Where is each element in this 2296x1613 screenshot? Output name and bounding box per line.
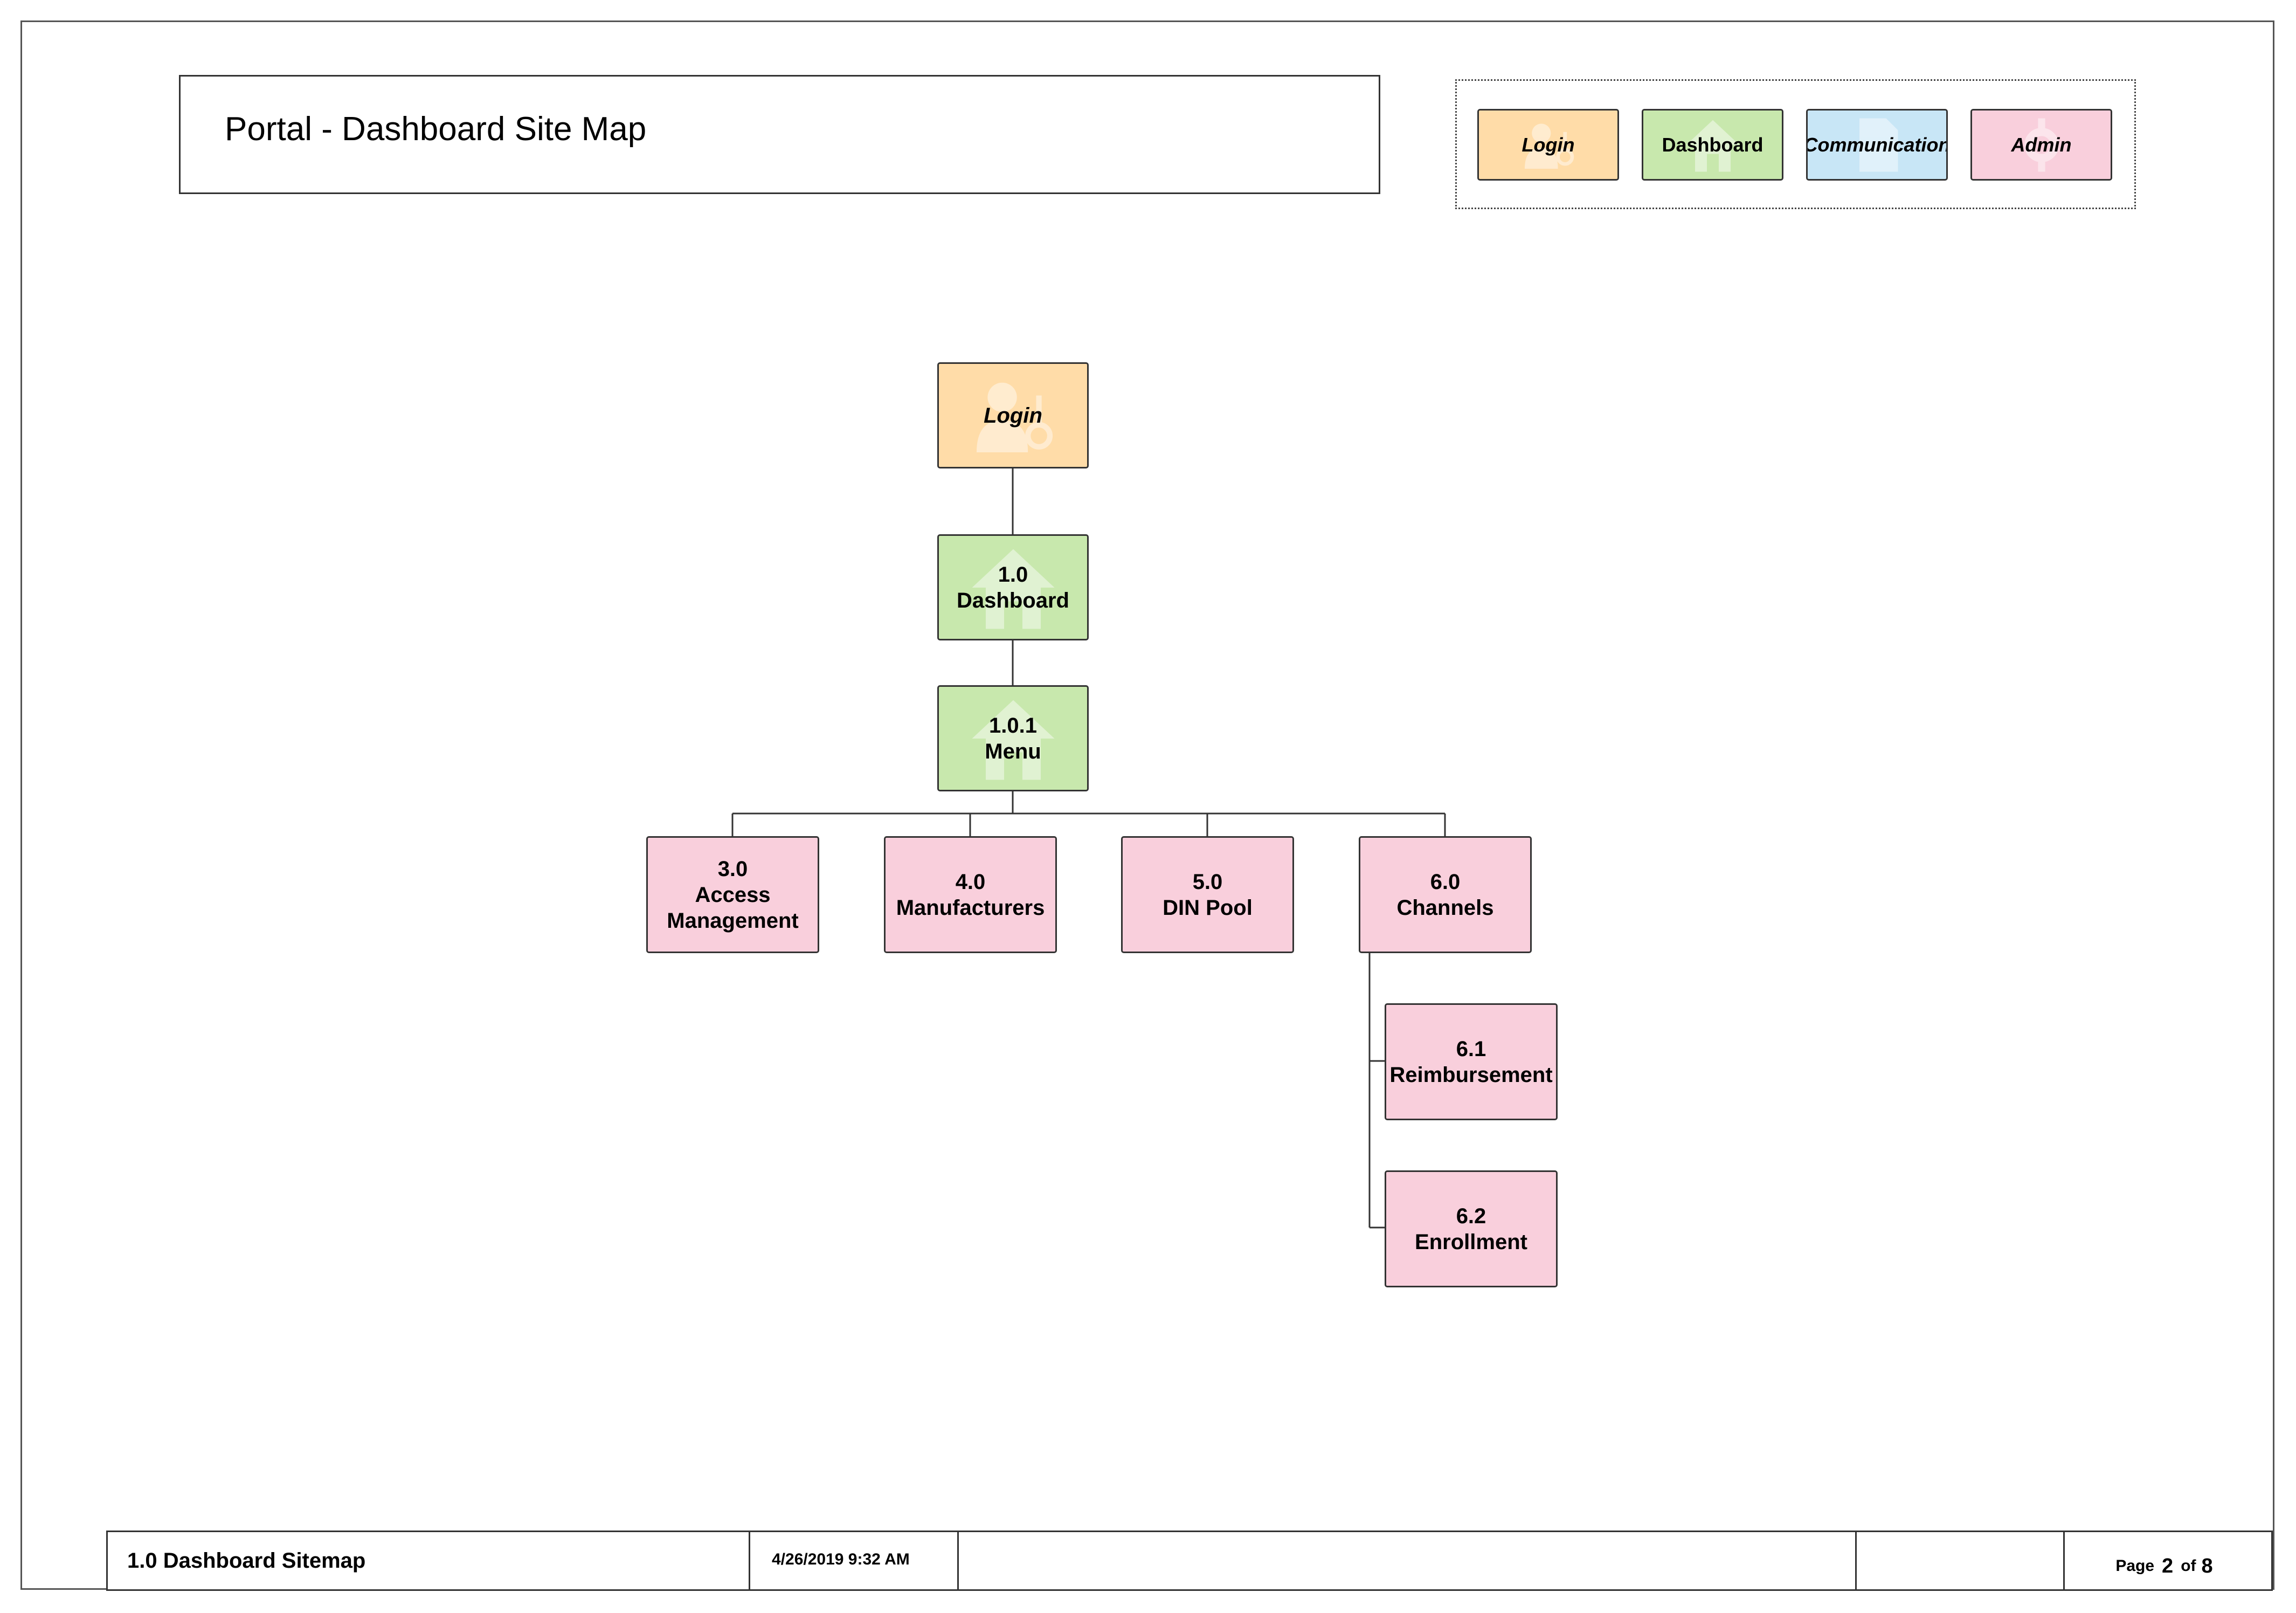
node-manufacturers[interactable]: 4.0 Manufacturers (884, 836, 1057, 953)
node-id: 6.2 (1456, 1204, 1486, 1228)
house-icon (972, 700, 1054, 780)
footer-doc-name: 1.0 Dashboard Sitemap (108, 1532, 750, 1589)
node-id: 3.0 (717, 857, 748, 881)
house-icon (1686, 120, 1739, 171)
node-label: Enrollment (1415, 1230, 1527, 1254)
node-id: 1.0 (998, 562, 1028, 587)
node-id: 1.0.1 (989, 713, 1037, 737)
legend-item-dashboard: Dashboard (1642, 109, 1783, 181)
legend-label: Login (1522, 133, 1575, 156)
node-enrollment[interactable]: 6.2 Enrollment (1385, 1170, 1558, 1287)
node-dashboard[interactable]: 1.0 Dashboard (937, 534, 1089, 640)
document-icon (1859, 118, 1898, 171)
node-label: Dashboard (957, 588, 1069, 612)
legend-item-communication: Communication (1806, 109, 1948, 181)
legend-item-login: Login (1477, 109, 1619, 181)
footer-blank-cell (959, 1532, 1857, 1589)
node-id: 6.1 (1456, 1037, 1486, 1061)
node-label: Channels (1396, 895, 1494, 920)
page-title: Portal - Dashboard Site Map (225, 111, 647, 148)
footer-date: 4/26/2019 9:32 AM (750, 1532, 959, 1589)
node-id: 5.0 (1192, 870, 1223, 894)
node-label: Access Management (667, 883, 799, 933)
node-access-management[interactable]: 3.0 Access Management (646, 836, 819, 953)
node-label: DIN Pool (1163, 895, 1253, 920)
node-id: 6.0 (1430, 870, 1461, 894)
node-id: 4.0 (955, 870, 986, 894)
legend-item-admin: Admin (1970, 109, 2112, 181)
page-total: 8 (2201, 1554, 2213, 1577)
house-icon (972, 549, 1054, 629)
legend-label: Admin (2011, 133, 2072, 156)
title-box: Portal - Dashboard Site Map (179, 75, 1380, 194)
node-label: Menu (985, 739, 1041, 763)
of-label: of (2181, 1557, 2196, 1575)
node-label: Reimbursement (1389, 1063, 1553, 1087)
page-label: Page (2115, 1557, 2155, 1575)
footer-page-info: Page 2 of 8 (2065, 1532, 2271, 1589)
node-din-pool[interactable]: 5.0 DIN Pool (1121, 836, 1294, 953)
gear-icon (2024, 118, 2059, 171)
node-channels[interactable]: 6.0 Channels (1359, 836, 1532, 953)
node-reimbursement[interactable]: 6.1 Reimbursement (1385, 1003, 1558, 1120)
legend-label: Communication (1806, 133, 1948, 156)
node-label: Login (984, 403, 1042, 428)
node-label: Manufacturers (896, 895, 1045, 920)
footer: 1.0 Dashboard Sitemap 4/26/2019 9:32 AM … (106, 1531, 2273, 1591)
page-number: 2 (2162, 1554, 2174, 1577)
node-menu[interactable]: 1.0.1 Menu (937, 685, 1089, 791)
user-key-icon (976, 382, 1053, 452)
legend: Login Dashboard Communication Admin (1455, 79, 2136, 209)
user-key-icon (1524, 123, 1574, 169)
footer-blank-cell (1857, 1532, 2065, 1589)
node-login[interactable]: Login (937, 362, 1089, 468)
legend-label: Dashboard (1662, 133, 1764, 156)
